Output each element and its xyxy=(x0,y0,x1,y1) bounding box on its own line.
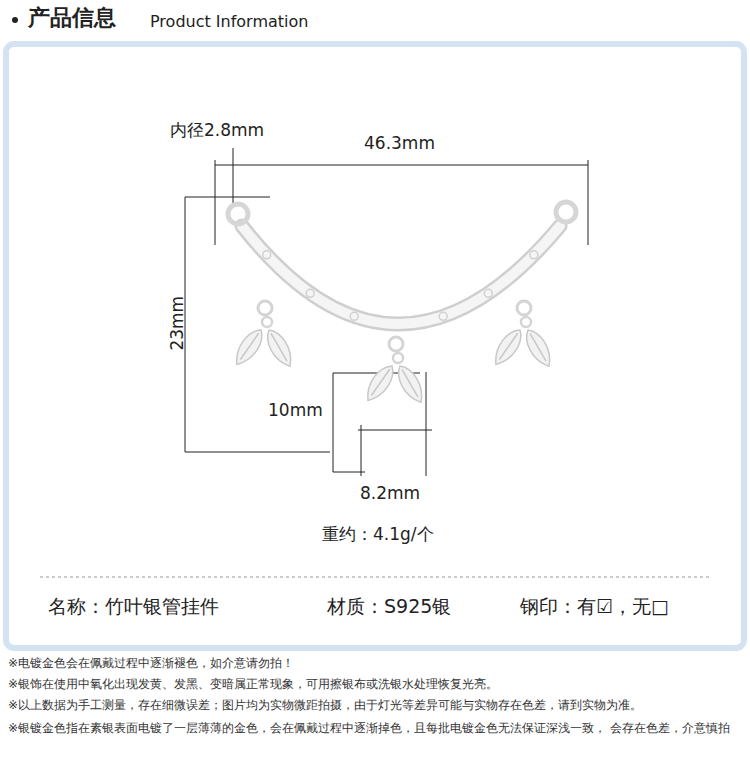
dimension-label: 内径2.8mm xyxy=(170,120,264,140)
leaf-charm xyxy=(393,362,428,407)
jump-ring xyxy=(262,317,272,327)
bamboo-joint xyxy=(350,312,358,320)
page-title: 产品信息 xyxy=(28,5,116,31)
bamboo-joint xyxy=(306,289,314,297)
note-text: ※以上数据为手工测量，存在细微误差；图片均为实物微距拍摄，由于灯光等差异可能与实… xyxy=(8,698,642,712)
note-text: ※电镀金色会在佩戴过程中逐渐褪色，如介意请勿拍！ xyxy=(8,656,294,670)
end-ring xyxy=(228,204,248,224)
end-ring xyxy=(556,202,576,222)
jump-ring xyxy=(517,301,531,315)
product-name: 名称：竹叶银管挂件 xyxy=(48,595,219,618)
tube-body xyxy=(242,226,560,324)
bullet-dot xyxy=(12,17,18,23)
dimension-lines xyxy=(185,148,588,476)
pendant-illustration xyxy=(228,202,576,407)
info-panel xyxy=(6,44,744,648)
jump-ring xyxy=(521,317,531,327)
note-text: ※银饰在使用中氧化出现发黄、发黑、变暗属正常现象，可用擦银布或洗银水处理恢复光亮… xyxy=(8,677,498,691)
weight-text: 重约：4.1g/个 xyxy=(322,524,434,544)
leaf-charm xyxy=(262,326,297,371)
jump-ring xyxy=(389,337,403,351)
stamp-text: 钢印：有☑，无□ xyxy=(520,595,669,618)
dimension-label: 46.3mm xyxy=(364,133,435,153)
bamboo-joint xyxy=(439,312,447,320)
bamboo-joint xyxy=(484,289,492,297)
divider-line xyxy=(40,577,710,578)
dimension-label: 10mm xyxy=(268,400,323,420)
tube-outline xyxy=(242,226,560,324)
dimension-label: 23mm xyxy=(167,296,187,351)
leaf-charm xyxy=(521,326,556,371)
bamboo-joint xyxy=(263,251,271,259)
jump-ring xyxy=(393,353,403,363)
subtitle-en: Product Information xyxy=(150,12,308,31)
material-text: 材质：S925银 xyxy=(327,595,451,618)
note-text: ※银镀金色指在素银表面电镀了一层薄薄的金色，会在佩戴过程中逐渐掉色，且每批电镀金… xyxy=(8,719,744,737)
jump-ring xyxy=(258,301,272,315)
leaf-charm xyxy=(361,361,399,405)
dimension-label: 8.2mm xyxy=(360,483,420,503)
leaf-charm xyxy=(230,325,268,369)
leaf-charm xyxy=(489,325,527,369)
bamboo-joint xyxy=(530,251,538,259)
